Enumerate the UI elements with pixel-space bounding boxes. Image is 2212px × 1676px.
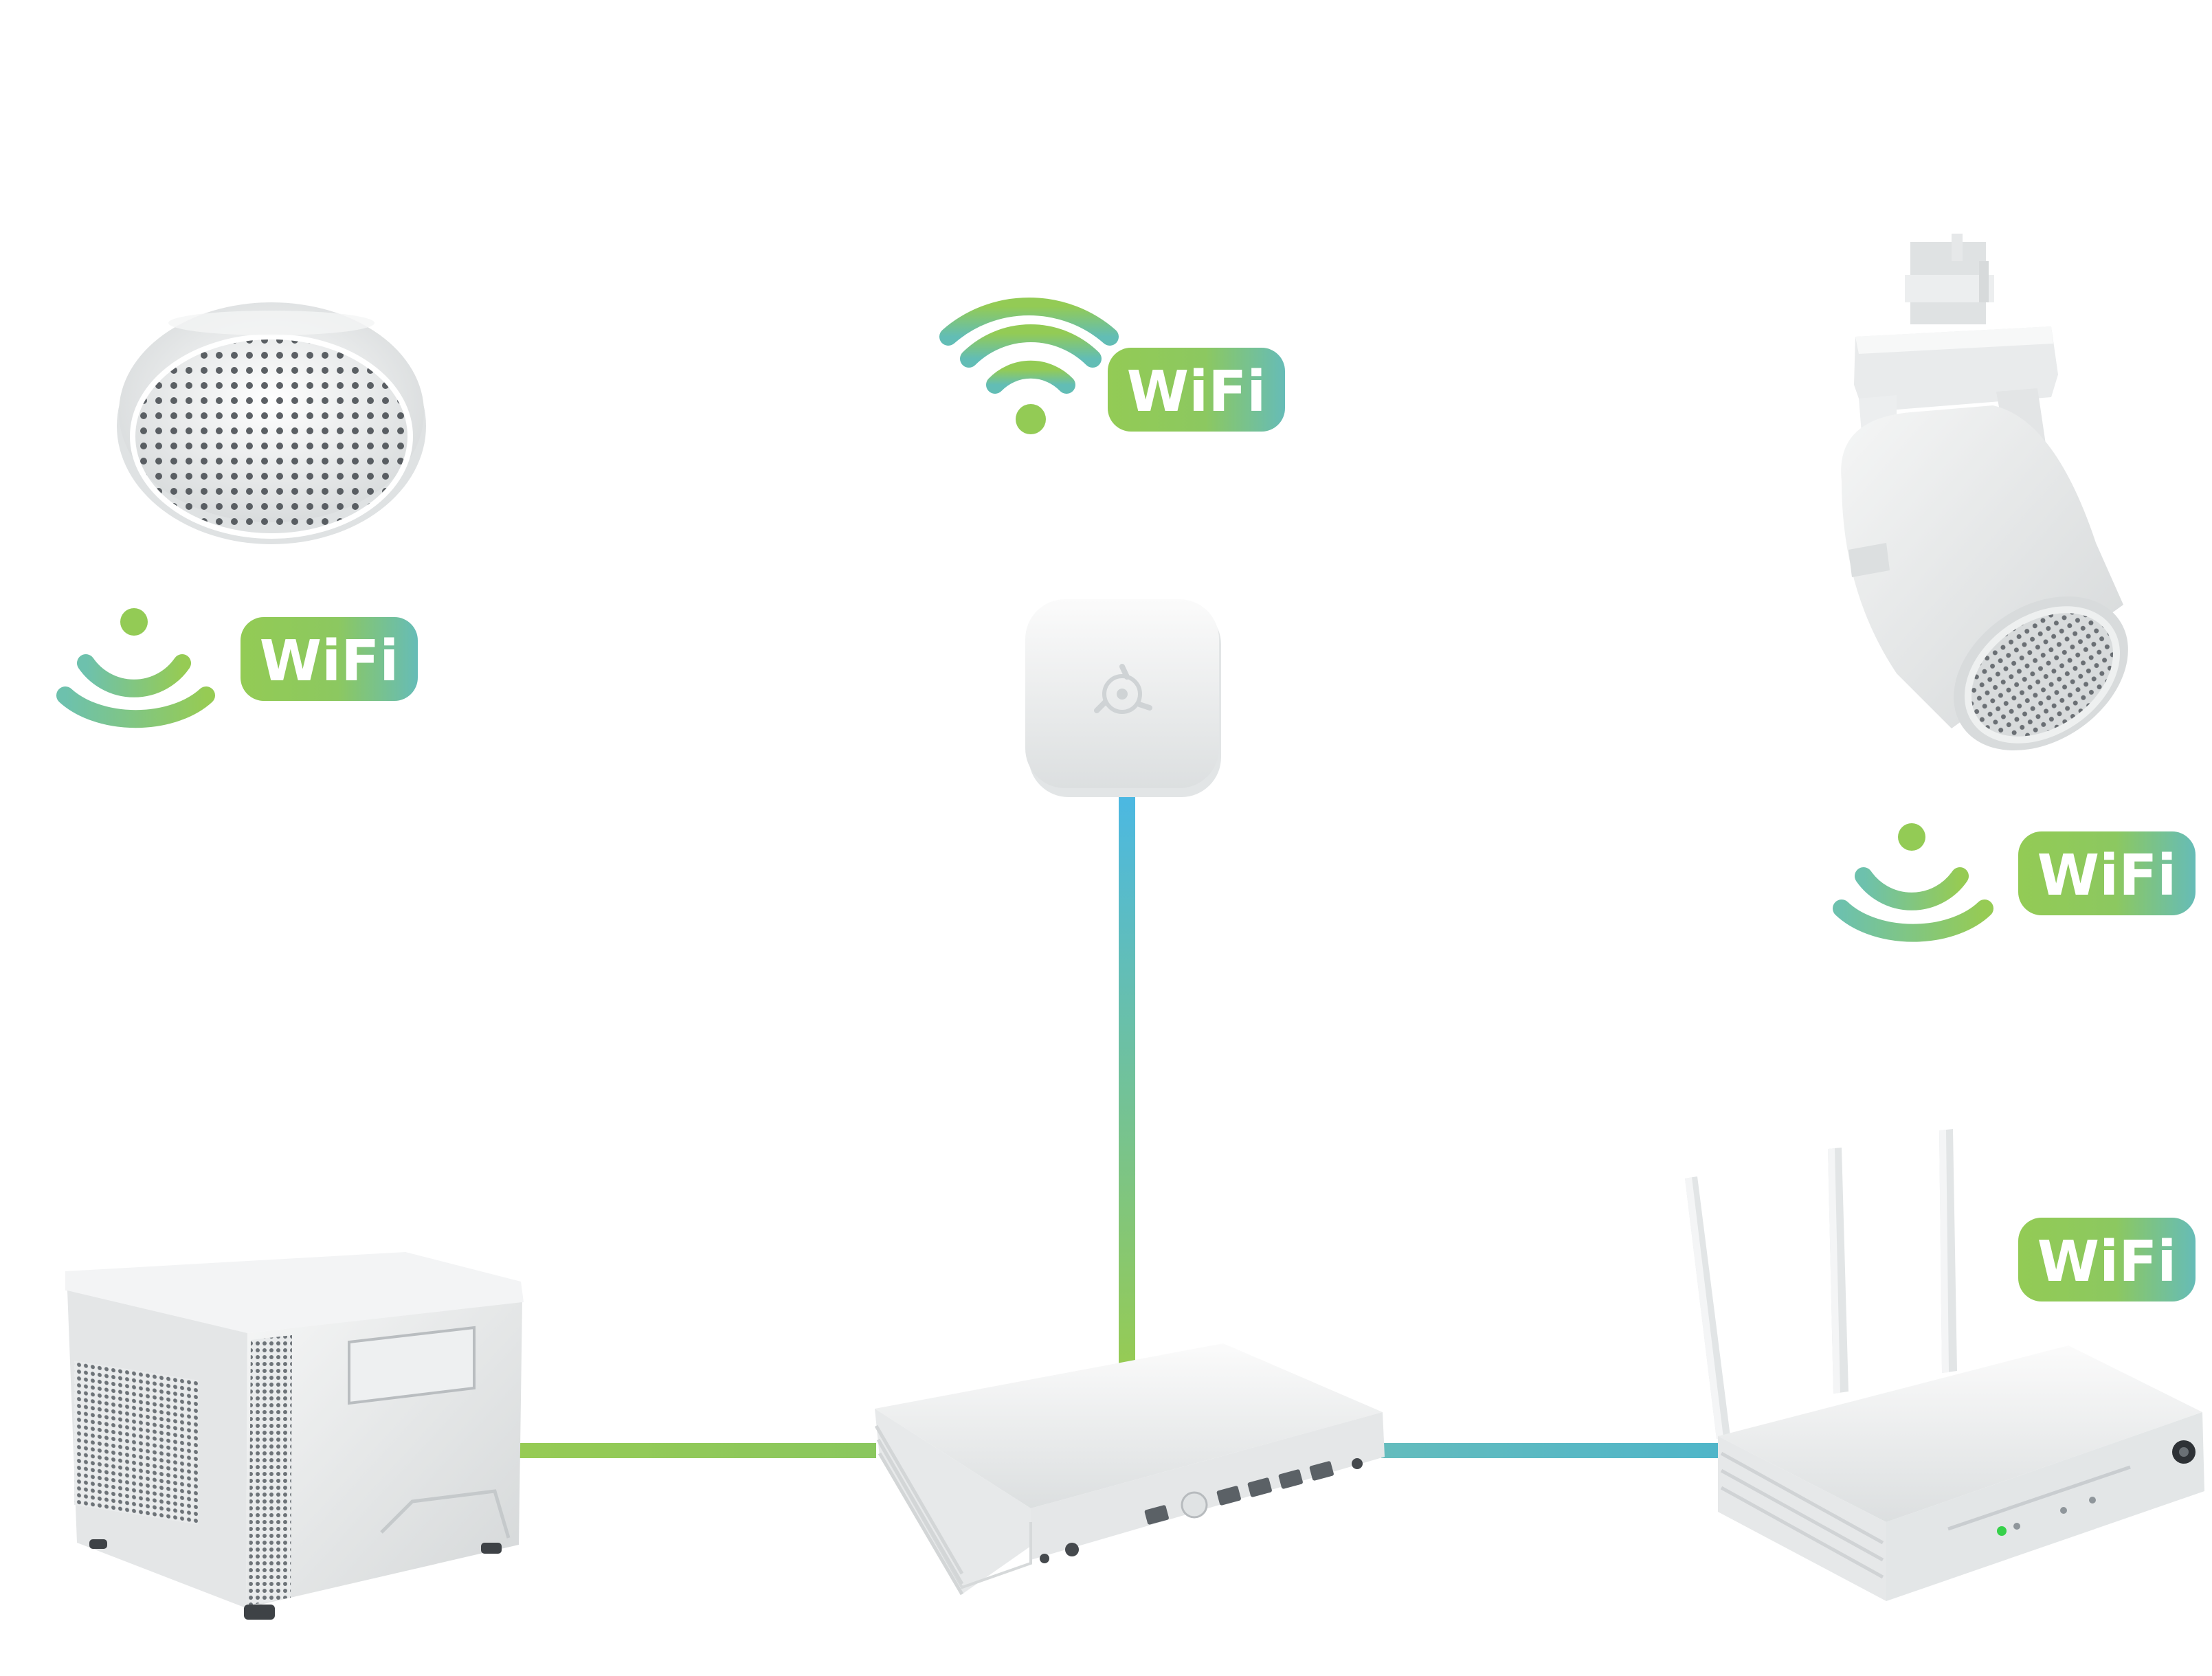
wifi-badge-right-mid: WiFi bbox=[2018, 831, 2196, 915]
network-switch bbox=[874, 1343, 1385, 1596]
ceiling-speaker bbox=[117, 302, 426, 544]
link-switch-to-router bbox=[1381, 1443, 1725, 1458]
wifi-signal-icon bbox=[939, 297, 1119, 434]
wifi-signal-icon bbox=[56, 608, 215, 728]
track-spotlight bbox=[1841, 234, 2128, 751]
link-ap-to-switch bbox=[1119, 794, 1135, 1364]
wifi-badge-right-bottom: WiFi bbox=[2018, 1218, 2196, 1301]
connection-lines bbox=[512, 794, 1725, 1458]
link-server-to-switch bbox=[512, 1443, 876, 1458]
wifi-badge-right-bottom-label: WiFi bbox=[2037, 1229, 2177, 1295]
wifi-router bbox=[1685, 1129, 2204, 1601]
wifi-signal-icon bbox=[1833, 823, 1993, 942]
wifi-badge-right-mid-label: WiFi bbox=[2037, 843, 2177, 908]
wifi-badge-center-label: WiFi bbox=[1127, 359, 1266, 425]
access-point bbox=[1025, 599, 1221, 797]
wifi-badge-left: WiFi bbox=[241, 617, 418, 701]
wifi-badge-left-label: WiFi bbox=[260, 629, 399, 694]
wifi-badge-center: WiFi bbox=[1108, 348, 1285, 432]
server-box bbox=[65, 1252, 524, 1620]
